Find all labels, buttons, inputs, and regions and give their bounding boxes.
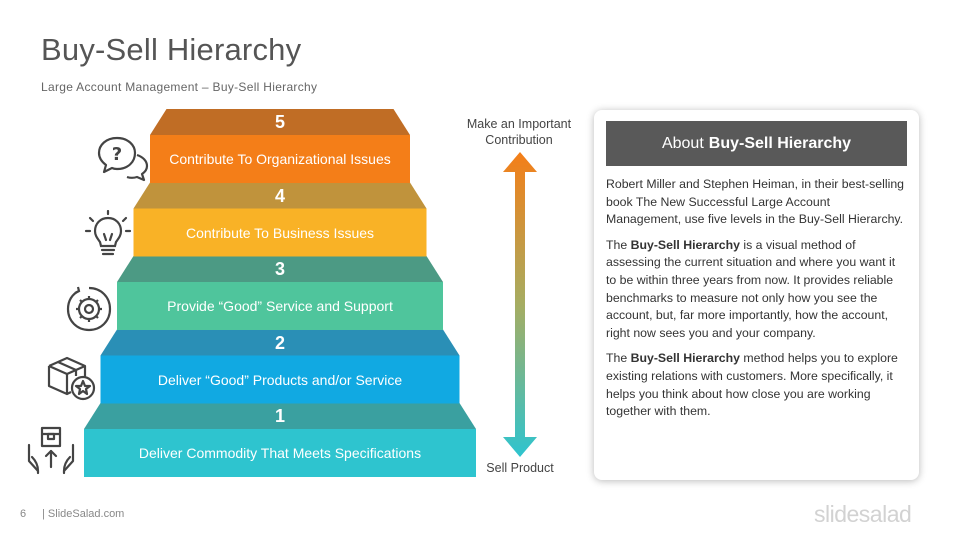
- axis-top-line1: Make an Important: [466, 117, 572, 131]
- slidesalad-logo: slidesalad: [814, 501, 912, 527]
- step-5-number: 5: [274, 112, 285, 132]
- axis-top-line2: Contribution: [485, 133, 553, 147]
- step-3-front: [117, 282, 443, 330]
- about-paragraph-3: The Buy-Sell Hierarchy method helps you …: [606, 350, 906, 420]
- p3-pre: The: [606, 351, 631, 366]
- step-1-label: Deliver Commodity That Meets Specificati…: [138, 445, 422, 461]
- lightbulb-icon: [84, 210, 132, 256]
- question-chat-icon: ?: [97, 136, 149, 182]
- gear-service-icon: [66, 286, 112, 332]
- p2-bold: Buy-Sell Hierarchy: [630, 237, 740, 252]
- step-3-number: 3: [274, 259, 285, 279]
- double-arrow: [503, 152, 537, 457]
- step-5-top: [150, 109, 410, 135]
- footer-site: | SlideSalad.com: [42, 508, 125, 520]
- about-header-bold: Buy-Sell Hierarchy: [708, 134, 852, 152]
- step-1-top: [84, 403, 476, 429]
- step-2-top: [100, 329, 460, 356]
- step-3-top: [117, 256, 443, 282]
- package-star-icon: [47, 356, 96, 401]
- p2-pre: The: [606, 237, 631, 252]
- p3-post: method helps you to explore existing rel…: [606, 351, 898, 419]
- step-1-front: [84, 429, 476, 477]
- page-number: 6: [20, 508, 27, 520]
- about-paragraph-2: The Buy-Sell Hierarchy is a visual metho…: [606, 237, 906, 343]
- hands-box-icon: [27, 426, 75, 475]
- page-title: Buy-Sell Hierarchy: [41, 32, 302, 67]
- step-1-number: 1: [274, 406, 285, 426]
- p3-bold: Buy-Sell Hierarchy: [630, 351, 740, 366]
- step-4-label: Contribute To Business Issues: [185, 224, 375, 241]
- axis-bottom-label: Sell Product: [486, 461, 554, 475]
- about-card-body: Robert Miller and Stephen Heiman, in the…: [606, 176, 906, 429]
- about-card-header: About Buy-Sell Hierarchy: [606, 121, 907, 166]
- step-4-top: [133, 182, 427, 209]
- step-5-front: [150, 135, 410, 183]
- step-4-front: [133, 208, 427, 257]
- step-5-label: Contribute To Organizational Issues: [169, 151, 391, 167]
- about-card: About Buy-Sell Hierarchy Robert Miller a…: [594, 110, 919, 480]
- axis-top-label: Make an Important Contribution: [458, 116, 580, 148]
- step-2-number: 2: [274, 332, 285, 353]
- step-4-number: 4: [274, 185, 285, 206]
- about-header-prefix: About: [661, 134, 704, 152]
- about-paragraph-1: Robert Miller and Stephen Heiman, in the…: [606, 177, 905, 227]
- p2-post: is a visual method of assessing the curr…: [606, 237, 896, 340]
- step-3-label: Provide “Good” Service and Support: [167, 298, 393, 314]
- svg-text:?: ?: [112, 144, 122, 165]
- page-subtitle: Large Account Management – Buy-Sell Hier…: [41, 80, 318, 94]
- step-2-label: Deliver “Good” Products and/or Service: [157, 371, 403, 388]
- step-2-front: [100, 355, 460, 404]
